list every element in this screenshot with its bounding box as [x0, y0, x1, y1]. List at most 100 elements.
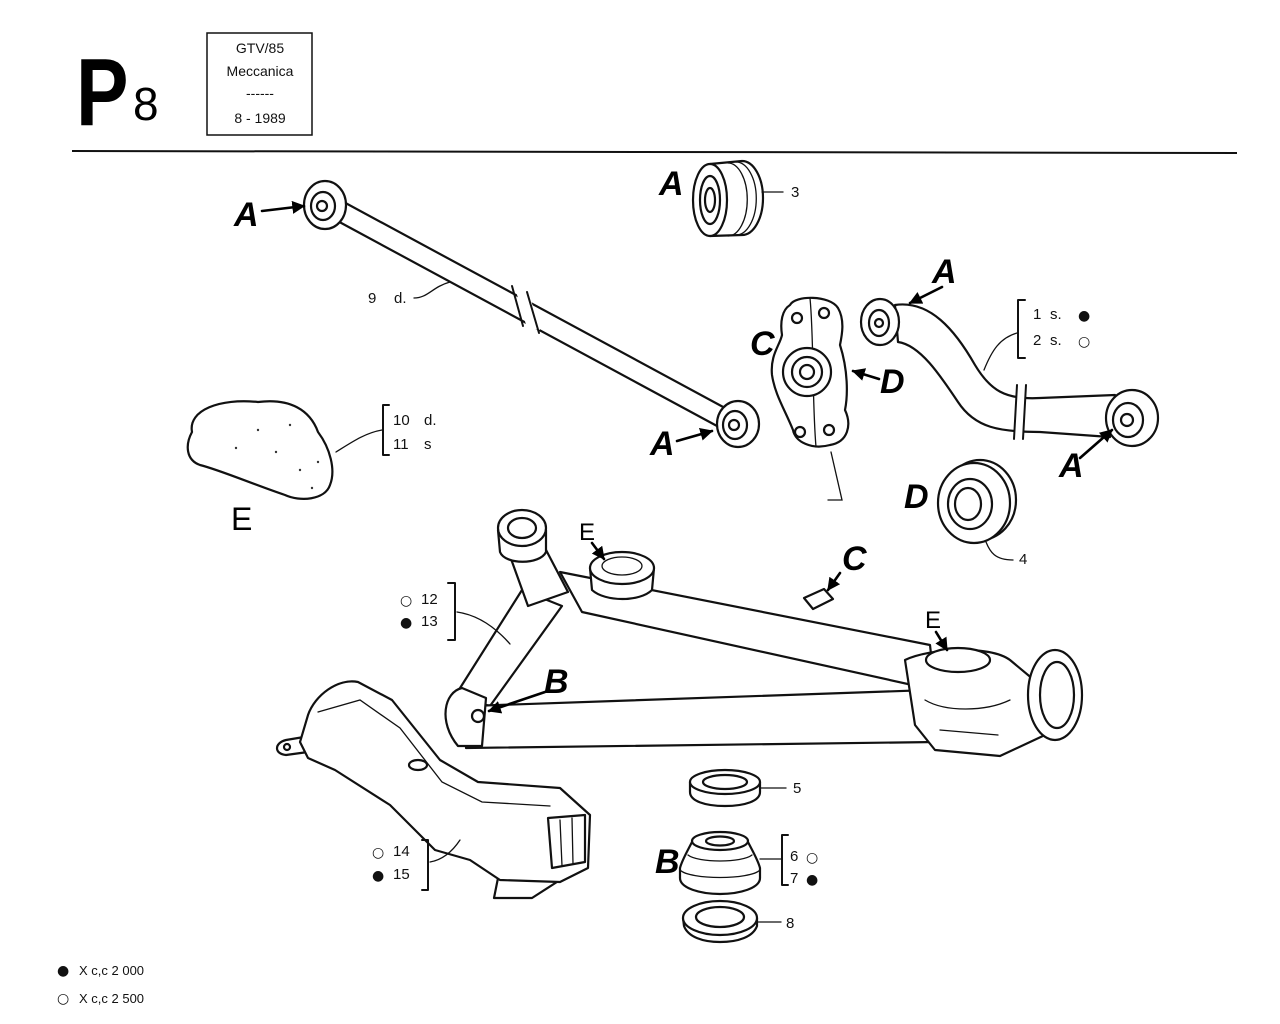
mounting-plate-part: C D [750, 296, 905, 501]
part-ref: 2 [1033, 332, 1041, 349]
callout-e: E [579, 519, 595, 546]
plate-hole [822, 423, 836, 437]
plate-hole [790, 311, 804, 325]
variant-bracket [447, 582, 456, 641]
texture-dot [316, 460, 320, 464]
date-label: 8 - 1989 [234, 110, 286, 126]
filled-dot-icon: ● [1078, 308, 1090, 324]
open-circle-icon: ○ [57, 991, 69, 1007]
ring-lower-bore [694, 905, 746, 929]
texture-dot [256, 428, 260, 432]
leader-line [413, 281, 451, 299]
callout-e: E [925, 607, 941, 634]
reaction-arm-break-line [1013, 384, 1018, 440]
part-ref: 3 [791, 184, 799, 201]
crossmember-body [298, 680, 592, 884]
filled-dot-icon: ● [400, 615, 412, 631]
axle-corner [444, 686, 488, 748]
rear-arm-break-line [511, 285, 524, 327]
bump-stop-part: E 10 d. 11 s [186, 400, 437, 537]
ring-lower-part: 8 [681, 899, 794, 944]
variant-bracket [421, 839, 429, 891]
rear-arm-break [515, 288, 540, 330]
part-ref: 12 [421, 591, 438, 608]
ring-upper-bore [701, 773, 749, 791]
axle-corner-bolt [470, 708, 486, 724]
part-ref: 14 [393, 843, 410, 860]
crossmember-ridge [317, 699, 551, 807]
bushing-bore [703, 186, 717, 214]
reaction-arm-bore-bottom [1119, 412, 1135, 428]
bushing-part: A 3 [658, 159, 799, 238]
texture-dot [310, 486, 314, 490]
filled-dot-icon: ● [806, 872, 818, 888]
axle-lower-beam [464, 688, 938, 750]
texture-dot [288, 423, 292, 427]
model-label: GTV/85 [236, 40, 284, 56]
open-circle-icon: ○ [372, 845, 384, 861]
axle-c-stub [802, 587, 835, 611]
variant-bracket [382, 404, 390, 456]
part-side: s. [1050, 332, 1062, 349]
open-circle-icon: ○ [1078, 334, 1090, 350]
callout-a: A [931, 253, 957, 291]
callout-arrow [487, 690, 547, 714]
page-header: P 8 GTV/85 Meccanica ------ 8 - 1989 [71, 32, 1238, 154]
bearing-bore [953, 486, 983, 522]
part-ref: 1 [1033, 306, 1041, 323]
legend-text: X c,c 2 000 [79, 963, 144, 978]
mount-flange [679, 869, 761, 879]
texture-dot [274, 450, 278, 454]
part-ref: 5 [793, 780, 801, 797]
callout-e: E [231, 501, 252, 537]
callout-d: D [880, 363, 905, 401]
axle-right-ring-bore [1038, 660, 1076, 730]
crossmember-end-detail [559, 817, 574, 867]
reaction-arm-bore-top [873, 317, 885, 329]
reaction-arm-bar [893, 303, 1117, 439]
mount-rib [687, 854, 753, 862]
rear-arm-bore-bottom [727, 418, 741, 432]
axle-right-housing-top [924, 646, 992, 674]
filled-dot-icon: ● [57, 963, 69, 979]
axle-right-housing-detail [924, 699, 1011, 736]
variant-bracket [1017, 299, 1026, 359]
mount-body [678, 840, 762, 896]
info-box [206, 32, 313, 136]
page-letter: P [76, 39, 129, 146]
reaction-arm-part: A A 1 s. ● 2 s. ○ [859, 253, 1160, 485]
callout-arrow [260, 200, 306, 214]
part-side: d. [424, 412, 437, 429]
axle-center-hub-top [601, 556, 643, 576]
part-ref: 6 [790, 848, 798, 865]
part-ref: 4 [1019, 551, 1027, 568]
part-ref: 7 [790, 870, 798, 887]
legend: ● X c,c 2 000 ○ X c,c 2 500 [57, 963, 144, 1007]
part-side: s. [1050, 306, 1062, 323]
leader-line [985, 541, 1014, 561]
reaction-arm-break-line [1022, 384, 1027, 440]
rear-arm-part: A A 9 d. [233, 179, 761, 463]
callout-b: B [655, 843, 680, 881]
part-ref: 10 [393, 412, 410, 429]
section-label: Meccanica [227, 63, 294, 79]
callout-arrow [826, 571, 842, 592]
plate-bearing-bore [798, 363, 816, 381]
bearing-part: D 4 [904, 458, 1027, 568]
leader-line [827, 451, 843, 501]
bushing-groove [727, 162, 748, 237]
crossmember-boss [407, 758, 429, 772]
callout-a: A [658, 165, 684, 203]
leader-line [335, 429, 383, 453]
filled-dot-icon: ● [372, 868, 384, 884]
callout-c: C [750, 325, 775, 363]
open-circle-icon: ○ [806, 850, 818, 866]
leader-line [429, 839, 461, 863]
part-ref: 11 [393, 436, 409, 453]
rear-arm-bore-top [315, 199, 329, 213]
part-ref: 13 [421, 613, 438, 630]
leader-line [456, 611, 511, 645]
page-number: 8 [133, 78, 159, 130]
texture-dot [234, 446, 238, 450]
